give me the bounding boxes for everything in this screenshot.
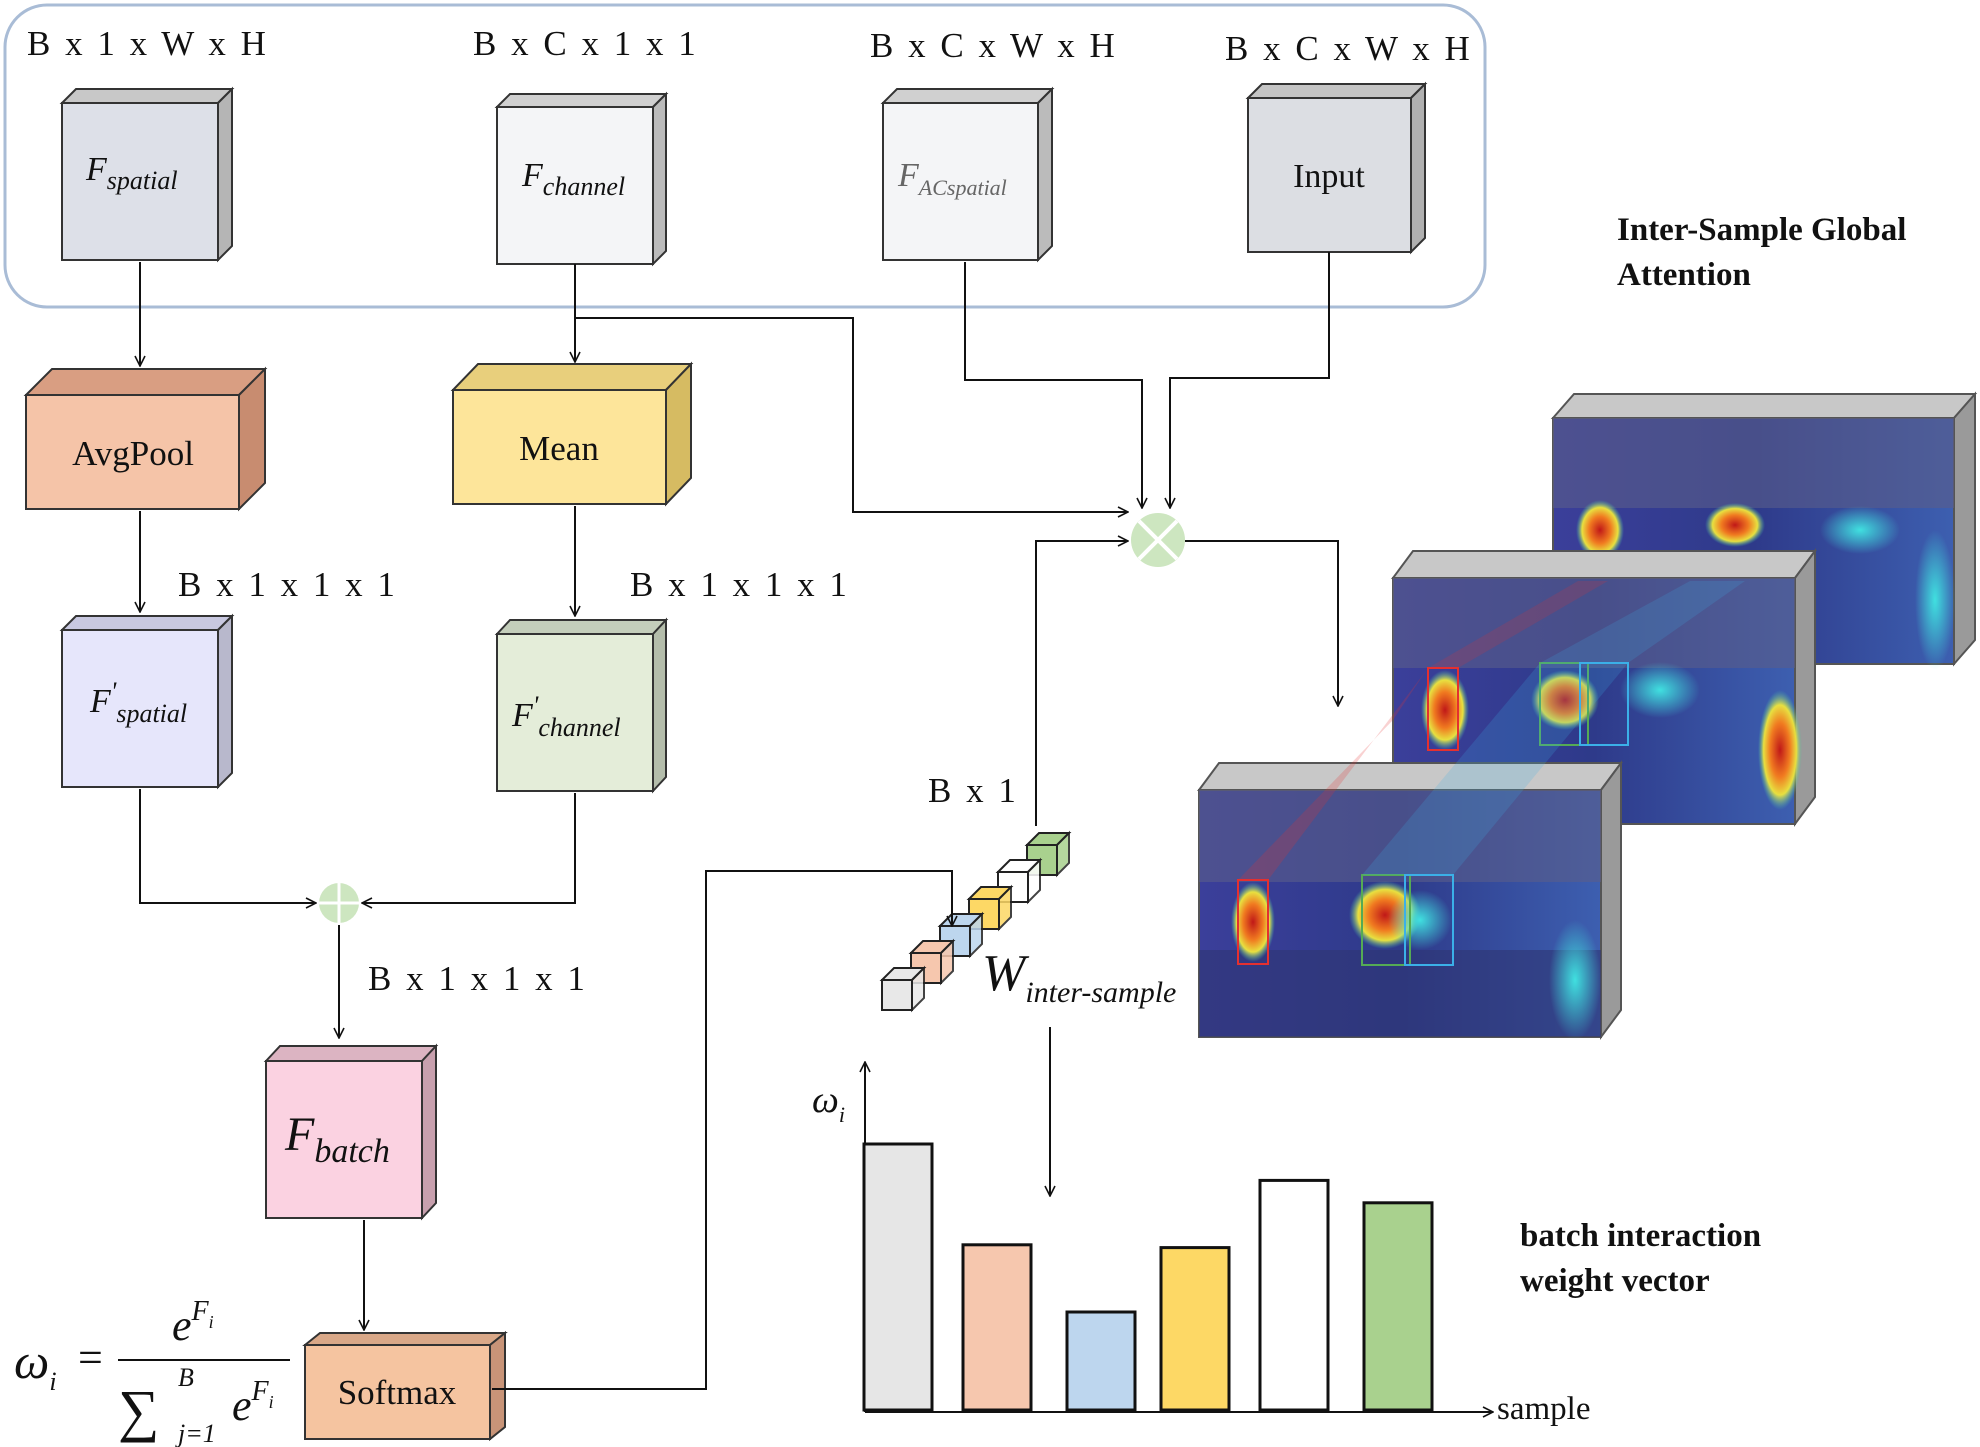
title-weight-vector-line2: weight vector (1520, 1263, 1710, 1299)
svg-text:F'spatial: F'spatial (89, 677, 187, 728)
formula-den-base: e (232, 1381, 252, 1430)
chart-bar-1 (862, 1142, 934, 1412)
dim-label-channel: B x C x 1 x 1 (473, 24, 699, 63)
f-prime-channel-sub: channel (538, 713, 620, 742)
dim-label-input: B x C x W x H (1225, 29, 1473, 68)
chart-y-label-sub: i (839, 1102, 845, 1127)
arrow-multiply-to-frames (1185, 540, 1338, 706)
chart-bar-6 (1362, 1201, 1434, 1412)
title-global-attention-line1: Inter-Sample Global (1617, 212, 1906, 248)
f-prime-spatial-prime: ' (111, 677, 117, 706)
input-group-frame (3, 3, 1487, 309)
weight-bar-chart: ωi sample (812, 1062, 1590, 1427)
formula-den-exp-sub: i (269, 1392, 274, 1412)
line-fprime-spatial-to-sum (139, 789, 316, 903)
svg-text:eFi: eFi (172, 1296, 214, 1350)
softmax-formula: ωi = eFi ∑ B j=1 eFi (14, 1296, 290, 1447)
softmax-label: Softmax (338, 1373, 457, 1412)
f-batch-main: F (284, 1108, 315, 1161)
formula-num-exp-sub: i (209, 1312, 214, 1332)
f-spatial-cube: Fspatial (59, 86, 235, 263)
f-prime-channel-prime: ' (533, 691, 539, 720)
line-softmax-to-weight (492, 870, 952, 1390)
f-prime-spatial-main: F (89, 683, 112, 720)
f-acspatial-sub: ACspatial (917, 175, 1007, 200)
f-prime-spatial-sub: spatial (116, 699, 187, 728)
svg-text:Fbatch: Fbatch (284, 1108, 390, 1170)
attention-frames (1197, 391, 1978, 1041)
f-batch-sub: batch (314, 1133, 390, 1170)
f-channel-main: F (521, 157, 544, 194)
f-channel-cube: Fchannel (494, 91, 669, 267)
input-cube: Input (1245, 81, 1428, 255)
svg-text:FACspatial: FACspatial (897, 157, 1007, 200)
f-spatial-sub: spatial (107, 166, 178, 195)
title-weight-vector-line1: batch interaction (1520, 1218, 1761, 1254)
formula-num-exp: F (191, 1296, 210, 1327)
line-weight-to-multiply (1035, 541, 1128, 826)
dim-label-weight: B x 1 (928, 771, 1019, 810)
formula-lhs-sub: i (49, 1367, 56, 1396)
chart-bar-3 (1065, 1310, 1137, 1412)
svg-text:Winter-sample: Winter-sample (982, 945, 1176, 1009)
weight-label-main: W (982, 945, 1030, 1002)
dim-label-avgpool-out: B x 1 x 1 x 1 (178, 565, 398, 604)
mean-box: Mean (450, 361, 694, 507)
input-label: Input (1293, 158, 1365, 195)
formula-equals: = (78, 1333, 103, 1382)
multiply-operator (1131, 513, 1185, 567)
svg-text:eFi: eFi (232, 1376, 274, 1430)
f-batch-cube: Fbatch (263, 1043, 439, 1221)
formula-den-sum: ∑ (118, 1378, 159, 1443)
f-spatial-main: F (85, 151, 108, 188)
weight-block-6 (1024, 830, 1072, 878)
formula-num-base: e (172, 1301, 192, 1350)
svg-text:ωi: ωi (14, 1333, 57, 1396)
svg-text:Fchannel: Fchannel (521, 157, 625, 201)
line-fprime-channel-to-sum (362, 793, 576, 903)
dim-label-mean-out: B x 1 x 1 x 1 (630, 565, 850, 604)
formula-den-sub: j=1 (175, 1419, 216, 1447)
weight-vector (879, 830, 1072, 1013)
line-channel-to-multiply (575, 317, 1128, 512)
avgpool-box: AvgPool (23, 366, 268, 512)
mean-label: Mean (519, 429, 599, 468)
f-acspatial-cube: FACspatial (880, 86, 1055, 263)
svg-text:ωi: ωi (812, 1079, 845, 1127)
avgpool-label: AvgPool (72, 434, 194, 473)
f-prime-channel-main: F (511, 697, 534, 734)
connectors (139, 252, 1338, 1390)
chart-bar-4 (1159, 1246, 1231, 1412)
chart-bar-5 (1258, 1178, 1330, 1412)
dim-label-sum-out: B x 1 x 1 x 1 (368, 959, 588, 998)
chart-y-label: ω (812, 1079, 839, 1121)
f-acspatial-main: F (897, 157, 920, 194)
svg-text:F'channel: F'channel (511, 691, 621, 742)
weight-block-1 (879, 965, 927, 1013)
sum-operator (319, 883, 359, 923)
line-acspatial-to-multiply (964, 262, 1142, 508)
attention-frame-middle (1391, 547, 1817, 828)
weight-block-2 (908, 938, 956, 986)
dim-label-spatial: B x 1 x W x H (27, 24, 269, 63)
dim-label-acspatial: B x C x W x H (870, 26, 1118, 65)
title-global-attention-line2: Attention (1617, 257, 1751, 293)
f-prime-spatial-cube: F'spatial (59, 613, 235, 790)
chart-bar-2 (961, 1243, 1033, 1412)
softmax-box: Softmax (302, 1330, 508, 1442)
formula-den-exp: F (251, 1376, 270, 1407)
line-input-to-multiply (1170, 252, 1330, 508)
f-channel-sub: channel (543, 172, 625, 201)
f-prime-channel-cube: F'channel (494, 617, 669, 794)
attention-frame-front (1197, 663, 1628, 1041)
formula-den-sup: B (178, 1363, 194, 1392)
formula-lhs: ω (14, 1333, 49, 1389)
weight-label-sub: inter-sample (1025, 976, 1176, 1009)
svg-text:Fspatial: Fspatial (85, 151, 178, 195)
chart-x-label: sample (1497, 1391, 1590, 1427)
